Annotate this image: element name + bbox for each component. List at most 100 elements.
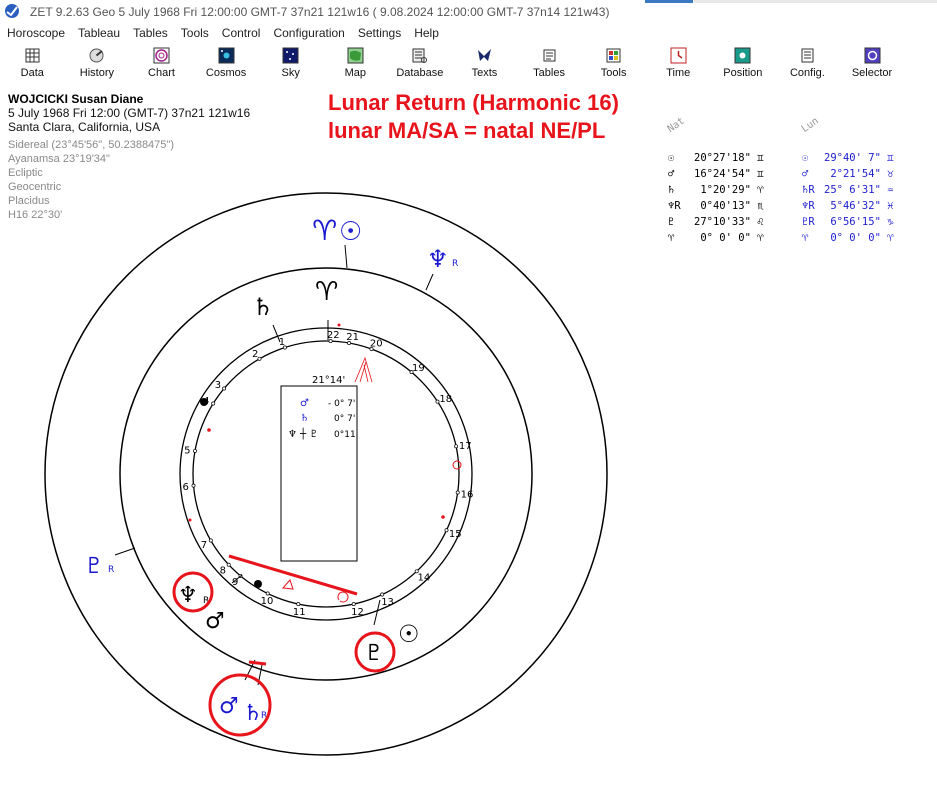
lunar-saturn-glyph: ♄: [243, 701, 263, 726]
setting-ayanamsa: Ayanamsa 23°19'34": [8, 153, 110, 165]
data-grid-icon: [25, 48, 40, 63]
house-number-22: 22: [327, 330, 340, 341]
toolbar-tables-button[interactable]: Tables: [517, 45, 582, 85]
house-cusp-tick: [191, 483, 196, 488]
house-number-10: 10: [261, 596, 274, 607]
table-row: ☉ 20°27'18" ♊ ☉ 29°40' 7" ♊: [664, 152, 934, 167]
toolbar-cosmos-button[interactable]: Cosmos: [194, 45, 259, 85]
outer-ring: [44, 192, 608, 756]
aspect-saturn-value: 0° 7': [334, 414, 355, 424]
lunar-saturn-glyph: ♄R: [802, 184, 815, 196]
harmonic-chart-wheel[interactable]: 21°14' ♂ - 0° 7' ♄ 0° 7' ♆ ┼ ♇ 0°11' 123…: [0, 190, 660, 790]
toolbar-config-button[interactable]: Config.: [775, 45, 840, 85]
table-row: ♂ 16°24'54" ♊ ♂ 2°21'54" ♉: [664, 168, 934, 183]
house-number-5: 5: [184, 446, 190, 457]
house-ring-inner: [192, 340, 460, 608]
center-degree-label: 21°14': [312, 375, 345, 386]
person-name: WOJCICKI Susan Diane: [8, 92, 144, 106]
aspect-info-box: [280, 385, 358, 562]
menu-horoscope[interactable]: Horoscope: [7, 26, 66, 40]
house-number-11: 11: [293, 607, 306, 618]
natal-planet-dot: [254, 580, 262, 588]
title-bar-control[interactable]: [645, 0, 693, 3]
history-icon: [89, 48, 104, 63]
natal-sun-value: 20°27'18" ♊: [694, 152, 764, 164]
house-cusp-tick: [193, 448, 197, 453]
house-cusp-tick: [282, 345, 287, 350]
natal-pluto-glyph: ♇: [668, 216, 675, 228]
house-number-7: 7: [201, 540, 207, 551]
lunar-neptune-glyph: ♆R: [802, 200, 815, 212]
app-logo-icon: [5, 4, 19, 18]
title-bar-field[interactable]: [694, 0, 937, 3]
time-icon: [670, 47, 687, 64]
house-number-21: 21: [346, 332, 359, 343]
house-cusp-tick: [380, 592, 385, 597]
toolbar-history-label: History: [79, 67, 114, 79]
lunar-neptune-glyph: ♆: [427, 245, 449, 273]
toolbar-chart-button[interactable]: Chart: [129, 45, 194, 85]
toolbar-data-button[interactable]: Data: [0, 45, 65, 85]
menu-configuration[interactable]: Configuration: [273, 26, 345, 40]
toolbar-map-button[interactable]: Map: [323, 45, 388, 85]
toolbar-selector-label: Selector: [851, 67, 893, 79]
house-cusp-tick: [454, 444, 459, 449]
natal-mars-glyph: ♂: [668, 168, 675, 180]
neptune-pointer: [231, 574, 243, 584]
menu-control[interactable]: Control: [221, 26, 261, 40]
menu-tools[interactable]: Tools: [180, 26, 209, 40]
lunar-saturn-value: 25° 6'31" ♒: [824, 184, 894, 196]
lunar-column-header: Lun: [799, 115, 821, 135]
midpoint-axis-highlight: [228, 554, 358, 596]
lunar-saturn-retro: R: [261, 711, 267, 721]
natal-aries-value: 0° 0' 0" ♈: [694, 232, 764, 244]
lunar-aries-value: 0° 0' 0" ♈: [824, 232, 894, 244]
toolbar-selector-button[interactable]: Selector: [840, 45, 905, 85]
menu-bar: Horoscope Tableau Tables Tools Control C…: [0, 24, 937, 43]
toolbar-sky-button[interactable]: Sky: [258, 45, 323, 85]
toolbar-history-button[interactable]: History: [65, 45, 130, 85]
toolbar-position-button[interactable]: Position: [711, 45, 776, 85]
lunar-pluto-retro: R: [108, 565, 114, 575]
setting-coordinates: Ecliptic: [8, 167, 43, 179]
menu-help[interactable]: Help: [414, 26, 439, 40]
menu-tableau[interactable]: Tableau: [78, 26, 121, 40]
house-number-20: 20: [370, 338, 383, 349]
toolbar-time-button[interactable]: Time: [646, 45, 711, 85]
natal-mars-glyph: ♂: [205, 609, 225, 634]
lunar-pluto-glyph: ♇: [84, 554, 104, 579]
table-row: ♆R 0°40'13" ♏ ♆R 5°46'32" ♓: [664, 200, 934, 215]
toolbar-tools-button[interactable]: Tools: [581, 45, 646, 85]
lunar-aries-glyph: ♈: [312, 214, 337, 247]
house-cusp-tick: [351, 602, 356, 607]
toolbar-chart-label: Chart: [148, 67, 175, 79]
house-cusp-tick: [435, 399, 440, 404]
toolbar-sky-label: Sky: [281, 67, 300, 79]
setting-harmonic: H16 22°30': [8, 209, 63, 221]
lunar-ring: [119, 267, 533, 681]
house-number-9: 9: [232, 577, 238, 588]
house-number-1: 1: [279, 337, 285, 348]
toolbar-data-label: Data: [20, 67, 44, 79]
natal-saturn-glyph: ♄: [252, 293, 274, 321]
house-number-15: 15: [449, 529, 462, 540]
position-icon: [734, 47, 751, 64]
planet-dot-red: [207, 428, 211, 432]
house-cusp-tick: [265, 591, 270, 596]
natal-aries-glyph: ♈: [668, 232, 675, 244]
toolbar-texts-button[interactable]: Texts: [452, 45, 517, 85]
lunar-mars-glyph: ♂: [219, 694, 239, 719]
tables-icon: [543, 49, 556, 62]
menu-tables[interactable]: Tables: [133, 26, 168, 40]
toolbar-database-button[interactable]: Database: [388, 45, 453, 85]
birth-place: Santa Clara, California, USA: [8, 120, 161, 134]
chart-wheel-icon: [153, 47, 170, 64]
setting-zodiac: Sidereal (23°45'56", 50.2388475"): [8, 139, 174, 151]
menu-settings[interactable]: Settings: [357, 26, 402, 40]
toolbar-database-label: Database: [396, 67, 444, 79]
sun-small-marker: [337, 591, 349, 603]
lunar-midpoint-marker: [248, 660, 267, 666]
house-cusp-tick: [222, 386, 227, 391]
house-cusp-tick: [455, 490, 460, 495]
sky-icon: [282, 47, 299, 64]
